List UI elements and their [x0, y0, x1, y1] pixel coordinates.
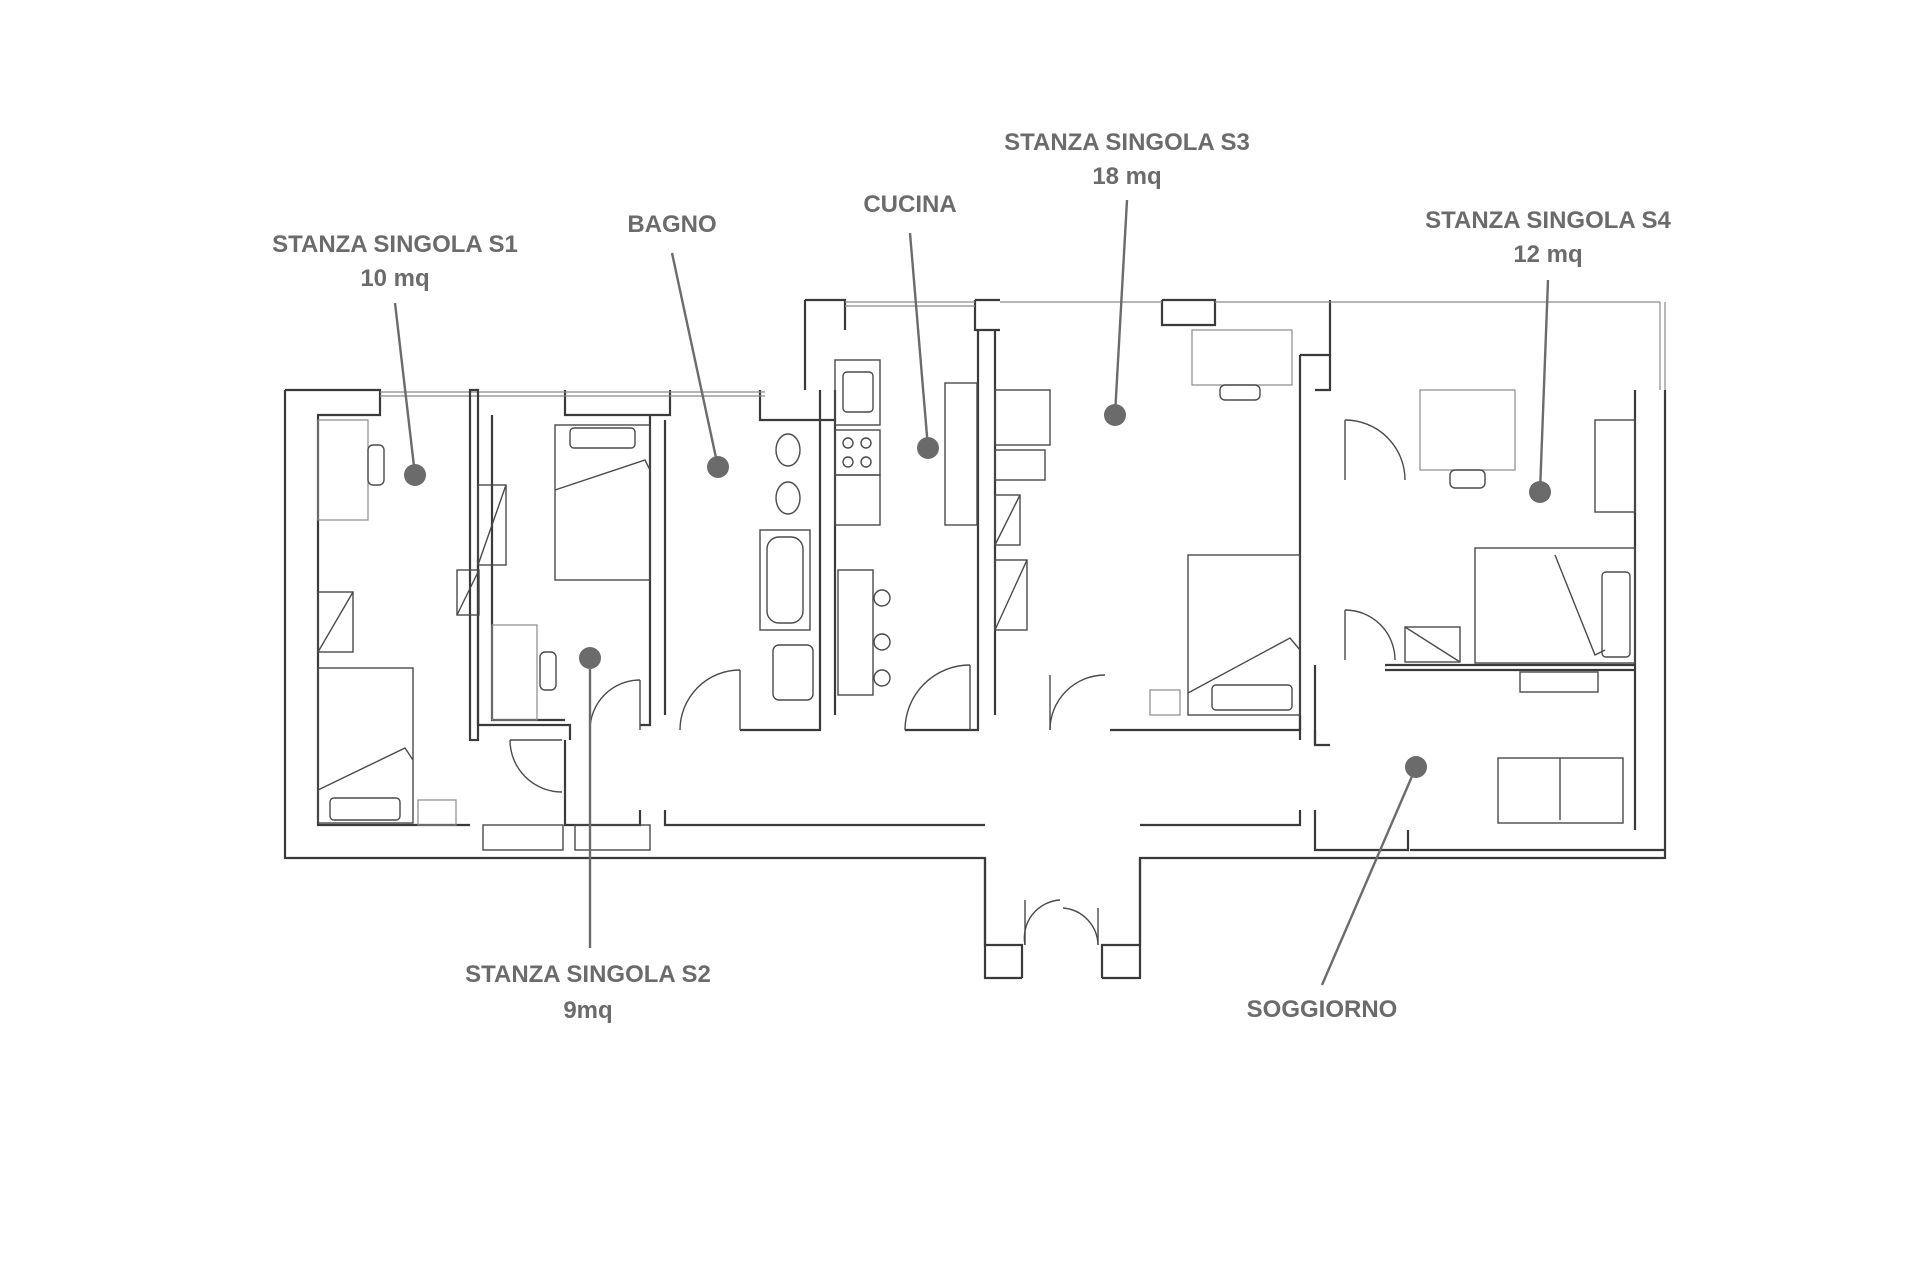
leader-cucina — [908, 232, 930, 449]
room-name-s4: STANZA SINGOLA S4 — [1425, 207, 1671, 234]
room-name-s2: STANZA SINGOLA S2 — [465, 961, 711, 988]
marker-bagno — [707, 456, 729, 478]
leader-s1 — [393, 302, 417, 476]
room-name-s1: STANZA SINGOLA S1 — [272, 231, 518, 258]
marker-s4 — [1529, 481, 1551, 503]
interior-walls — [468, 330, 1665, 852]
marker-s3 — [1104, 404, 1126, 426]
room-area-s3: 18 mq — [1092, 163, 1161, 190]
marker-cucina — [917, 437, 939, 459]
room-area-s1: 10 mq — [360, 265, 429, 292]
room-labels: STANZA SINGOLA S1 10 mq BAGNO CUCINA STA… — [272, 129, 1671, 1024]
doors — [509, 419, 1406, 946]
marker-s1 — [404, 464, 426, 486]
room-name-cucina: CUCINA — [863, 191, 956, 218]
leader-soggiorno — [1320, 766, 1418, 986]
window-lines — [380, 301, 1666, 397]
room-name-bagno: BAGNO — [627, 211, 716, 238]
furniture — [317, 329, 1636, 851]
marker-s2 — [579, 647, 601, 669]
leaders — [393, 199, 1551, 986]
leader-bagno — [670, 252, 720, 468]
room-area-s4: 12 mq — [1513, 241, 1582, 268]
leader-s4 — [1538, 279, 1550, 493]
leader-s3 — [1113, 199, 1129, 416]
room-area-s2: 9mq — [563, 997, 612, 1024]
marker-soggiorno — [1405, 756, 1427, 778]
room-name-soggiorno: SOGGIORNO — [1247, 996, 1398, 1023]
room-name-s3: STANZA SINGOLA S3 — [1004, 129, 1250, 156]
